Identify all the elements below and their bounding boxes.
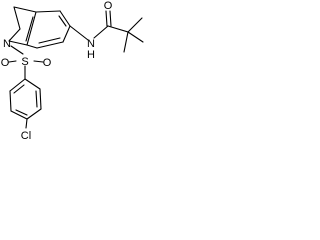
- bond-ar3-ar4-inner: [15, 109, 28, 116]
- bond-c5-nh: [69, 25, 89, 41]
- bond-c5-c6: [62, 25, 71, 43]
- bond-n1-s: [10, 45, 24, 55]
- amide-hydrogen-label: H: [87, 49, 95, 61]
- bond-c3a-c7a-inner: [25, 16, 34, 42]
- bond-ar5-ar6-inner: [35, 90, 38, 108]
- bond-cq-me1: [127, 17, 143, 33]
- bond-c7-c7a: [26, 44, 38, 49]
- bond-n1-c7a: [8, 40, 28, 46]
- bond-cq-me3: [123, 31, 129, 53]
- bond-ar3-ar4: [10, 110, 28, 120]
- bond-c-cq: [107, 25, 129, 33]
- bond-c2-n1: [8, 28, 21, 42]
- bond-cq-me2: [127, 31, 144, 43]
- bond-s-o-left: [8, 60, 17, 63]
- structure-diagram: O N H N S O O Cl: [0, 0, 147, 144]
- bond-ar1-ar2-inner: [13, 84, 25, 94]
- bond-c3-c3a: [13, 6, 37, 13]
- bond-ar5-ar6: [39, 88, 42, 110]
- molecule-drawing: O N H N S O O Cl: [1, 0, 144, 142]
- bond-c4-c5: [59, 10, 71, 27]
- bond-c6-c7-inner: [38, 37, 61, 44]
- bond-ar4-cl: [25, 118, 28, 129]
- bond-ar4-ar5: [26, 108, 42, 120]
- bond-nh-cco: [93, 25, 109, 39]
- sulfonyl-oxygen-left-label: O: [1, 57, 10, 69]
- bond-c-o-b: [109, 10, 112, 27]
- bond-c3-c2: [13, 6, 21, 30]
- ring-nitrogen-label: N: [3, 38, 11, 50]
- bond-ar6-ar1: [24, 78, 41, 90]
- bond-ar1-ar2: [9, 78, 26, 92]
- amide-nitrogen-label: N: [87, 38, 95, 50]
- chlorine-label: Cl: [21, 130, 31, 142]
- bond-c4-c5-inner: [58, 15, 67, 27]
- bond-c6-c7: [36, 41, 64, 49]
- bond-s-o-right: [33, 60, 44, 63]
- bond-c3a-c4: [35, 10, 61, 13]
- bonds: [8, 6, 144, 129]
- atom-labels: O N H N S O O Cl: [1, 0, 113, 142]
- bond-ar2-ar3: [9, 90, 12, 112]
- amide-oxygen-label: O: [104, 0, 113, 12]
- bond-c-o-a: [105, 10, 108, 27]
- sulfonyl-oxygen-right-label: O: [43, 57, 52, 69]
- sulfur-label: S: [21, 56, 28, 68]
- bond-c3a-c7a: [26, 11, 37, 46]
